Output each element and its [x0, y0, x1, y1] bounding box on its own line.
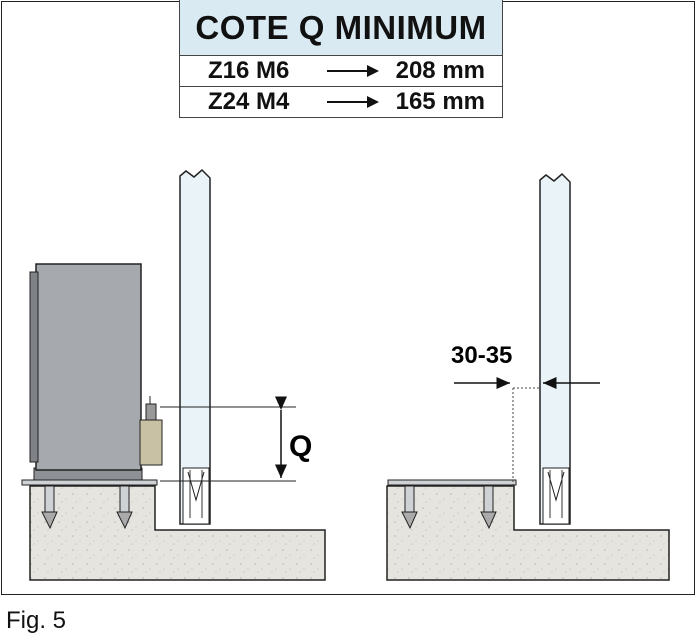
row-value: 165 mm [395, 88, 485, 115]
figure-caption: Fig. 5 [6, 607, 67, 634]
right-arrow-icon [327, 65, 379, 77]
left-scene: Q [21, 168, 326, 581]
offset-label: 30-35 [451, 342, 512, 369]
table-title: COTE Q MINIMUM [180, 0, 502, 56]
pole-left [179, 168, 211, 525]
motor-unit [29, 263, 163, 481]
row-model: Z16 M6 [208, 57, 290, 84]
base-plate-left [21, 479, 158, 486]
table-row: Z24 M4 165 mm [180, 87, 502, 117]
pole-right [539, 172, 571, 525]
anchor-bolts-left [41, 485, 133, 530]
table-row: Z16 M6 208 mm [180, 56, 502, 87]
concrete-base-left [29, 485, 326, 581]
base-plate-right [387, 479, 517, 486]
dimension-table: COTE Q MINIMUM Z16 M6 208 mm Z24 M4 165 … [179, 0, 503, 118]
row-value: 208 mm [395, 57, 485, 84]
right-arrow-icon [327, 96, 379, 108]
q-label: Q [289, 430, 312, 463]
anchor-bolts-right [401, 485, 497, 530]
row-model: Z24 M4 [208, 88, 290, 115]
concrete-base-right [386, 485, 670, 581]
right-scene: 30-35 [386, 172, 670, 581]
